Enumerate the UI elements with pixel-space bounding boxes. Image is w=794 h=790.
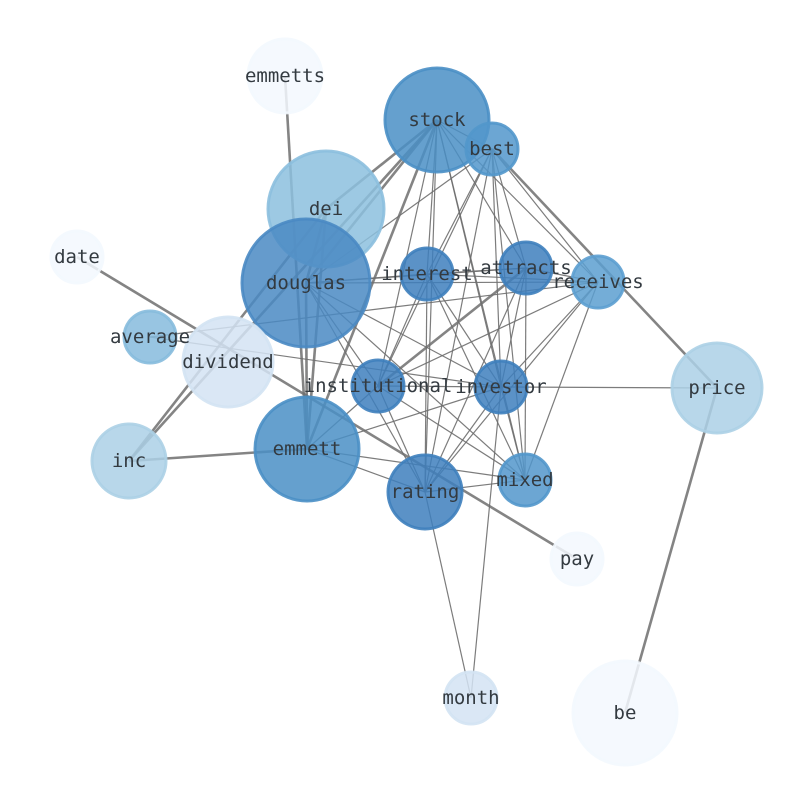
node-label-price: price (688, 377, 745, 399)
node-attracts (498, 240, 554, 296)
node-mixed (497, 452, 553, 508)
node-pay (549, 531, 605, 587)
node-stock (383, 66, 491, 174)
edge-attracts-institutional (377, 266, 527, 388)
node-label-best: best (469, 138, 515, 160)
node-label-receives: receives (552, 271, 644, 293)
node-average (122, 309, 178, 365)
node-label-pay: pay (560, 548, 594, 570)
node-interest (399, 246, 455, 302)
edge-receives-mixed (524, 281, 599, 481)
node-label-average: average (110, 326, 190, 348)
node-best (464, 121, 520, 177)
nodes-layer (49, 37, 764, 767)
edge-attracts-mixed (524, 267, 527, 481)
node-label-emmett: emmett (273, 438, 342, 460)
node-label-stock: stock (408, 109, 466, 131)
node-label-dividend: dividend (182, 351, 274, 373)
node-emmetts (246, 37, 324, 115)
node-label-attracts: attracts (480, 257, 572, 279)
node-label-emmetts: emmetts (245, 65, 325, 87)
edge-institutional-mixed (377, 385, 526, 481)
edge-stock-rating (424, 119, 438, 493)
node-price (670, 341, 764, 435)
node-label-rating: rating (391, 481, 460, 503)
edge-stock-emmett (305, 119, 439, 450)
node-label-institutional: institutional (304, 375, 453, 397)
node-month (443, 670, 499, 726)
node-emmett (253, 395, 361, 503)
node-dividend (181, 315, 275, 409)
edge-stock-mixed (436, 119, 526, 481)
node-be (571, 659, 679, 767)
edge-investor-month (470, 386, 502, 699)
node-label-mixed: mixed (496, 469, 553, 491)
node-label-be: be (614, 702, 637, 724)
edge-price-be (623, 387, 719, 714)
node-institutional (350, 358, 406, 414)
node-douglas (240, 217, 372, 349)
node-inc (90, 422, 168, 500)
edge-best-investor (491, 148, 502, 388)
node-date (49, 229, 105, 285)
node-label-investor: investor (455, 376, 547, 398)
node-investor (473, 359, 529, 415)
node-label-interest: interest (381, 263, 473, 285)
edge-best-mixed (491, 148, 526, 481)
node-label-douglas: douglas (266, 272, 346, 294)
edge-best-receives (491, 148, 599, 283)
node-label-inc: inc (112, 450, 146, 472)
node-label-date: date (54, 246, 100, 268)
node-rating (386, 453, 464, 531)
edge-receives-institutional (377, 281, 599, 387)
node-label-dei: dei (309, 198, 343, 220)
node-label-month: month (442, 687, 499, 709)
node-receives (570, 254, 626, 310)
